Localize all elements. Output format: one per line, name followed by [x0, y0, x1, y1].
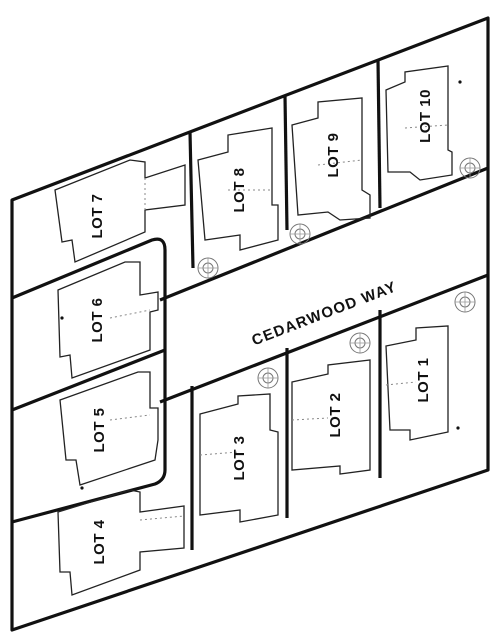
house-lot-6	[57, 261, 159, 379]
west-block-lines	[11, 237, 167, 524]
north-block-lines	[188, 59, 382, 269]
house-lot-2	[291, 359, 371, 475]
house-lot-10	[385, 65, 453, 181]
lot-labels: LOT 7 LOT 6 LOT 5 LOT 4 LOT 8 LOT 9 LOT …	[89, 89, 434, 564]
house-footprints	[54, 65, 453, 596]
house-lot-1	[385, 325, 449, 441]
lot-label-lot-6: LOT 6	[89, 297, 106, 342]
tree-icons	[197, 157, 481, 389]
house-lot-4	[57, 489, 185, 596]
lot-label-lot-9: LOT 9	[325, 132, 342, 177]
house-lot-5	[59, 371, 159, 486]
lot-label-lot-7: LOT 7	[89, 193, 106, 238]
house-lot-8	[197, 127, 279, 251]
house-lot-3	[199, 393, 279, 523]
lot-label-lot-2: LOT 2	[327, 392, 344, 437]
tree-icon	[459, 157, 481, 179]
tree-icon	[454, 291, 476, 313]
house-lot-9	[291, 97, 371, 221]
house-lot-7	[54, 159, 186, 263]
tree-icon	[197, 257, 219, 279]
site-boundary	[10, 16, 490, 632]
south-block-lines	[190, 310, 382, 550]
lot-label-lot-1: LOT 1	[415, 357, 432, 402]
street-cedarwood-way	[159, 166, 489, 404]
lot-label-lot-10: LOT 10	[417, 89, 434, 143]
lot-label-lot-4: LOT 4	[91, 519, 108, 564]
service-lines	[109, 124, 449, 521]
lot-label-lot-3: LOT 3	[231, 435, 248, 480]
lot-label-lot-8: LOT 8	[231, 167, 248, 212]
tree-icon	[257, 367, 279, 389]
lot-label-lot-5: LOT 5	[91, 407, 108, 452]
marker-dots	[60, 80, 462, 490]
tree-icon	[289, 223, 311, 245]
tree-icon	[349, 332, 371, 354]
